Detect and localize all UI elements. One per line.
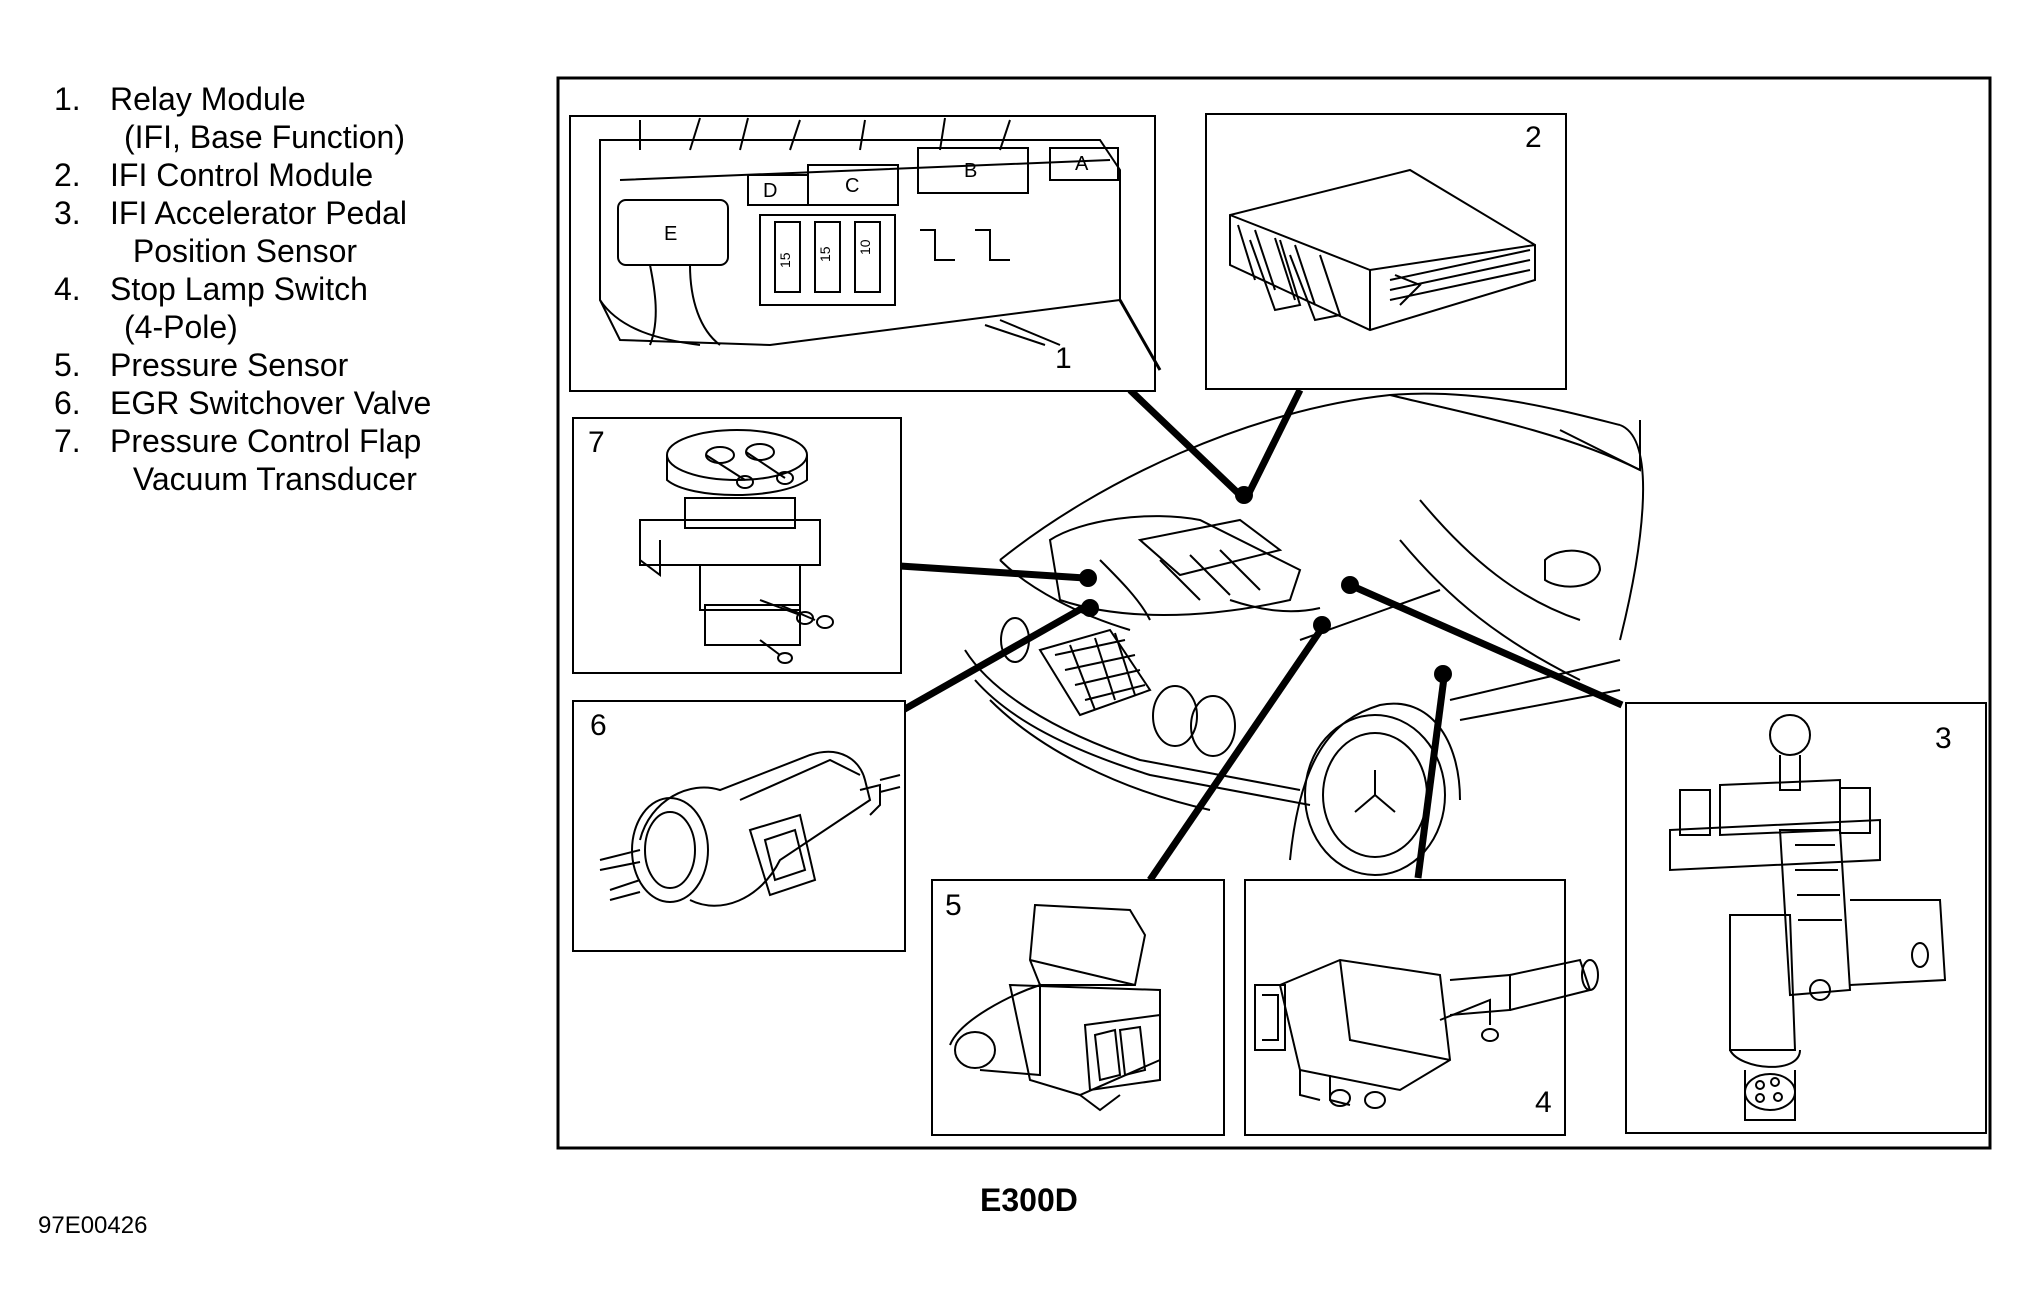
relay-connector-labels: E D C B A 15 15 10 bbox=[664, 153, 1089, 268]
legend-item-4: 4. Stop Lamp Switch bbox=[54, 270, 431, 308]
callout-number: 2 bbox=[1525, 121, 1542, 154]
legend-text: (IFI, Base Function) bbox=[124, 119, 405, 155]
inset-ifi-control-module bbox=[1205, 113, 1567, 390]
legend-number: 6. bbox=[54, 385, 81, 421]
connector-label: B bbox=[964, 160, 977, 182]
legend-text: EGR Switchover Valve bbox=[110, 385, 432, 421]
legend-item-3: 3. IFI Accelerator Pedal bbox=[54, 194, 431, 232]
legend-number: 2. bbox=[54, 157, 81, 193]
connector-label: C bbox=[845, 175, 859, 197]
legend-item-6: 6. EGR Switchover Valve bbox=[54, 384, 431, 422]
connector-label: A bbox=[1075, 153, 1089, 175]
callout-number: 3 bbox=[1935, 722, 1952, 755]
legend-item-7: 7. Pressure Control Flap bbox=[54, 422, 431, 460]
diagram-frame bbox=[556, 76, 1992, 1150]
inset-vacuum-transducer bbox=[572, 417, 902, 674]
callout-number: 4 bbox=[1535, 1086, 1552, 1119]
vehicle-drawing bbox=[964, 392, 1645, 876]
callout-number: 6 bbox=[590, 709, 607, 742]
legend-number: 1. bbox=[54, 81, 81, 117]
legend-number: 4. bbox=[54, 271, 81, 307]
legend-item-7-cont: Vacuum Transducer bbox=[54, 460, 431, 498]
fuse-number: 15 bbox=[777, 252, 793, 268]
legend-item-5: 5. Pressure Sensor bbox=[54, 346, 431, 384]
inset-accelerator-pedal-sensor bbox=[1625, 702, 1987, 1134]
inset-relay-module bbox=[569, 115, 1162, 392]
inset-stop-lamp-switch bbox=[1244, 879, 1599, 1136]
legend-item-2: 2. IFI Control Module bbox=[54, 156, 431, 194]
leader-lines bbox=[899, 387, 1624, 882]
legend-text: Pressure Control Flap bbox=[110, 423, 422, 459]
fuse-number: 10 bbox=[857, 239, 873, 255]
callout-number: 1 bbox=[1055, 342, 1072, 375]
callout-numbers: 1 2 3 4 5 6 7 bbox=[588, 121, 1952, 1119]
legend-item-4-cont: (4-Pole) bbox=[54, 308, 431, 346]
legend-text: Stop Lamp Switch bbox=[110, 271, 368, 307]
component-legend: 1. Relay Module (IFI, Base Function) 2. … bbox=[54, 80, 431, 498]
legend-text: (4-Pole) bbox=[124, 309, 238, 345]
legend-item-1-cont: (IFI, Base Function) bbox=[54, 118, 431, 156]
inset-egr-switchover-valve bbox=[572, 700, 906, 952]
legend-number: 3. bbox=[54, 195, 81, 231]
connector-label: D bbox=[763, 180, 777, 202]
fuse-number: 15 bbox=[817, 246, 833, 262]
inset-pressure-sensor bbox=[931, 879, 1225, 1136]
legend-text: Pressure Sensor bbox=[110, 347, 349, 383]
legend-text: Position Sensor bbox=[124, 233, 358, 269]
legend-number: 7. bbox=[54, 423, 81, 459]
callout-number: 5 bbox=[945, 889, 962, 922]
legend-text: IFI Control Module bbox=[110, 157, 374, 193]
legend-text: Relay Module bbox=[110, 81, 306, 117]
model-label: E300D bbox=[980, 1182, 1078, 1218]
figure-id: 97E00426 bbox=[38, 1212, 148, 1239]
connector-label: E bbox=[664, 223, 677, 245]
legend-text: IFI Accelerator Pedal bbox=[110, 195, 408, 231]
legend-item-1: 1. Relay Module bbox=[54, 80, 431, 118]
leader-dots bbox=[1079, 486, 1452, 683]
legend-item-3-cont: Position Sensor bbox=[54, 232, 431, 270]
legend-number: 5. bbox=[54, 347, 81, 383]
callout-number: 7 bbox=[588, 426, 605, 459]
legend-text: Vacuum Transducer bbox=[124, 461, 417, 497]
